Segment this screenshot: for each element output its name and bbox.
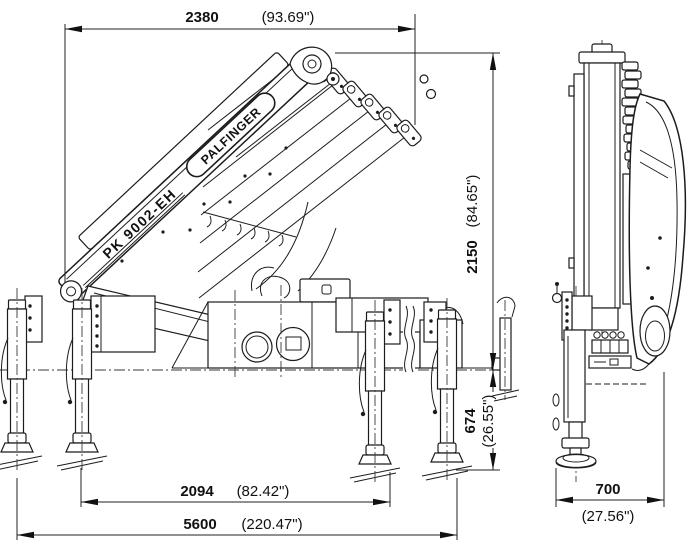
svg-text:(84.65"): (84.65")	[464, 175, 481, 228]
dim-side-width: 700 (27.56")	[555, 372, 665, 525]
svg-text:5600: 5600	[183, 516, 216, 533]
dimensions: 2380 (93.69") 2150 (84.65") 674 (26.55")	[16, 9, 665, 540]
svg-text:(220.47"): (220.47")	[241, 516, 302, 533]
dim-height-above-frame: 2150 (84.65")	[335, 52, 500, 370]
valve-bank	[586, 307, 648, 385]
column	[583, 62, 621, 309]
crane-base	[171, 278, 520, 402]
boom-head-fan	[289, 46, 437, 147]
svg-text:(27.56"): (27.56")	[582, 508, 635, 525]
main-boom: PK 9002-EH PALFINGER	[58, 55, 317, 303]
svg-text:2150: 2150	[464, 240, 481, 273]
dim-support-outer: 5600 (220.47")	[16, 478, 458, 540]
front-view-drawing: PK 9002-EH PALFINGER	[0, 46, 520, 484]
svg-text:2094: 2094	[180, 483, 214, 500]
stabilizer-leg	[349, 299, 401, 484]
boom-bolts	[120, 146, 288, 263]
side-view-drawing	[551, 40, 687, 482]
foot-plate	[555, 453, 597, 469]
stabilizer-leg	[421, 298, 473, 482]
folded-boom-rear	[628, 93, 687, 371]
dim-support-inner: 2094 (82.42")	[80, 468, 391, 507]
stabilizer-legs-front	[0, 288, 473, 484]
boom-tip-pivot	[59, 280, 83, 303]
svg-text:(93.69"): (93.69")	[262, 9, 315, 26]
svg-text:2380: 2380	[185, 9, 218, 26]
dim-frame-to-ground: 674 (26.55")	[456, 370, 500, 471]
stabilizer-leg-side	[551, 282, 597, 482]
svg-text:674: 674	[462, 408, 479, 434]
hose-clips	[202, 211, 297, 247]
svg-text:(82.42"): (82.42")	[237, 483, 290, 500]
dim-overall-width: 2380 (93.69")	[64, 9, 416, 283]
stabilizer-leg	[0, 288, 43, 472]
svg-text:700: 700	[595, 481, 620, 498]
svg-text:(26.55"): (26.55")	[480, 395, 497, 448]
rear-jack	[499, 317, 512, 391]
stabilizer-leg	[56, 288, 156, 472]
brand-capsule	[185, 92, 276, 178]
